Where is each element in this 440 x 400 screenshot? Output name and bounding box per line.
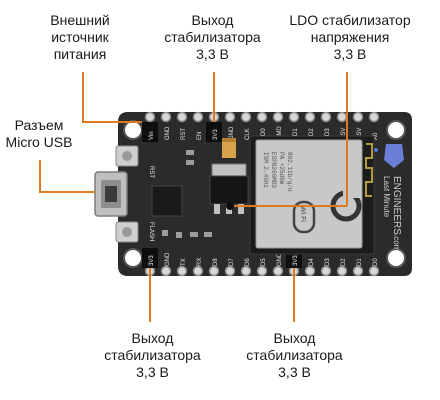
pin-label: EN (197, 132, 203, 140)
module-text: ESP8266MOD (270, 152, 277, 188)
micro-usb-connector (94, 171, 128, 217)
leader-endpoints (226, 202, 234, 210)
label-line: Выход (273, 330, 316, 346)
label-line: напряжения (310, 29, 390, 45)
pin-label: D6 (245, 258, 251, 266)
pin-label: D2 (341, 258, 347, 266)
wifi-logo: Wi Fi (292, 200, 316, 234)
label-line: 3,3 В (278, 364, 311, 380)
label-line: источник (51, 29, 109, 45)
pin-label: RST (181, 128, 187, 140)
top-pin-holes (144, 111, 380, 123)
smd-components (162, 150, 212, 238)
mounting-hole (123, 248, 143, 268)
flash-button-label: FLASH (148, 222, 154, 241)
esp12-module: ESP8266MOD ISM 2.4GHz PA +25dBm 802.11b/… (249, 135, 375, 255)
tantalum-capacitor (222, 138, 236, 158)
rst-button (115, 145, 139, 167)
pin-label: D1 (357, 258, 363, 266)
brand-text: Last Minute (382, 176, 391, 218)
label-line: стабилизатора (104, 347, 201, 363)
label-line: Выход (131, 330, 174, 346)
pin-label: D8 (213, 258, 219, 266)
pin-label: TX (181, 258, 187, 266)
rst-button-label: RST (148, 166, 154, 178)
label-line: 3,3 В (136, 364, 169, 380)
label-line: 3,3 В (333, 46, 367, 62)
leader-endpoint (226, 202, 234, 210)
wifi-text: Wi Fi (299, 206, 306, 222)
label-line: 3,3 В (196, 46, 229, 62)
label-regulator-output-top: Выход стабилизатора 3,3 В (150, 12, 275, 63)
pin-label: SD2 (309, 128, 315, 140)
pin-label: GND (229, 126, 235, 140)
label-micro-usb: Разъем Micro USB (0, 117, 78, 151)
pin-label: RSV (357, 128, 363, 140)
3v3-bottom-left-pin-highlight (142, 248, 158, 268)
leader-micro-usb (39, 160, 95, 193)
pin-label: 3V3 (213, 129, 219, 140)
vin-pin-highlight (142, 122, 158, 142)
label-line: стабилизатора (164, 29, 261, 45)
pin-label: D0 (373, 258, 379, 266)
pin-label: CLK (245, 128, 251, 140)
capacitor-band (222, 138, 236, 142)
label-line: Micro USB (5, 134, 73, 150)
pin-label: D4 (309, 258, 315, 266)
leader-external-power (82, 72, 142, 123)
mounting-hole (386, 248, 406, 268)
pin-label: D7 (229, 258, 235, 266)
label-line: стабилизатора (246, 347, 343, 363)
label-line: LDO стабилизатор (289, 12, 411, 28)
pin-label: SD1 (293, 128, 299, 140)
label-regulator-output-bottom-left: Выход стабилизатора 3,3 В (90, 330, 215, 381)
usb-uart-chip (151, 185, 183, 217)
rf-shield (255, 139, 363, 249)
pin-label: CMD (277, 126, 283, 140)
nodemcu-board: Vin GND RST EN 3V3 GND CLK SD0 CMD SD1 S… (94, 111, 412, 277)
pin-label: GND (277, 252, 283, 266)
pin-label: SD0 (261, 128, 267, 140)
label-line: Разъем (14, 117, 64, 133)
label-line: Выход (191, 12, 234, 28)
3v3-top-pin-highlight (206, 122, 222, 142)
pin-label: RX (197, 258, 203, 266)
pin-label: Vin (149, 131, 155, 140)
brand-logo-icon (384, 144, 404, 168)
led-indicator (374, 148, 378, 152)
module-text: PA +25dBm (278, 152, 285, 185)
brand-text: .com (392, 234, 401, 252)
label-ldo-regulator: LDO стабилизатор напряжения 3,3 В (275, 12, 425, 63)
label-line: питания (53, 46, 107, 62)
pin-label: RSV (341, 128, 347, 140)
bottom-pin-labels: 3V3 GND TX RX D8 D7 D6 D5 GND 3V3 D4 D3 … (149, 252, 379, 266)
pin-label: A0 (373, 132, 379, 140)
pin-label: 3V3 (149, 255, 155, 266)
bottom-pin-holes (144, 265, 380, 277)
flash-button (115, 221, 139, 243)
brand-text: ENGINEERS (391, 176, 402, 235)
pcb-antenna (365, 143, 373, 197)
pin-label: D5 (261, 258, 267, 266)
module-text: ISM 2.4GHz (262, 152, 269, 188)
module-text: 802.11b/g/n (286, 152, 293, 192)
pin-label: SD3 (325, 128, 331, 140)
pin-label: D3 (325, 258, 331, 266)
label-regulator-output-bottom-right: Выход стабилизатора 3,3 В (232, 330, 357, 381)
label-line: Внешний (50, 12, 110, 28)
pin-label: GND (165, 126, 171, 140)
mounting-hole (386, 120, 406, 140)
leader-lines (39, 72, 348, 322)
top-pin-labels: Vin GND RST EN 3V3 GND CLK SD0 CMD SD1 S… (149, 126, 379, 140)
pin-label: 3V3 (293, 255, 299, 266)
label-external-power: Внешний источник питания (35, 12, 125, 63)
mounting-hole (123, 120, 143, 140)
pin-label: GND (165, 252, 171, 266)
